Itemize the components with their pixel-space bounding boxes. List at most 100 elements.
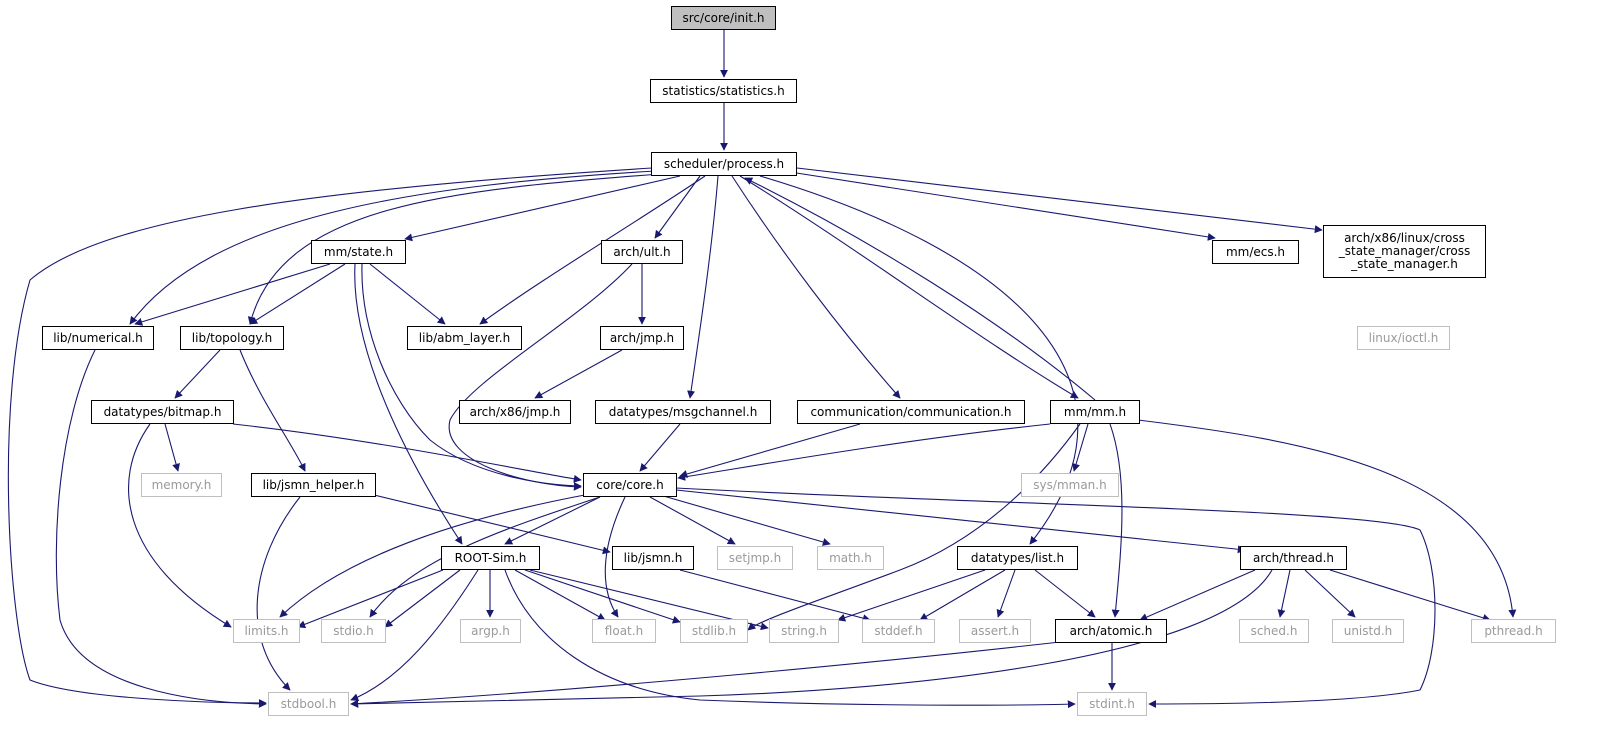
edge-ult-core	[448, 263, 633, 491]
edge-process-msgchannel	[687, 175, 719, 399]
edge-process-ult	[654, 175, 701, 239]
edge-core-float	[604, 496, 626, 618]
edge-rootsim-stdio	[384, 569, 461, 628]
edge-thread-unistd	[1304, 569, 1356, 618]
node-stddef[interactable]: stddef.h	[862, 619, 935, 643]
node-setjmp[interactable]: setjmp.h	[717, 546, 793, 570]
edge-process-mm	[739, 175, 1079, 399]
node-numerical[interactable]: lib/numerical.h	[42, 326, 154, 350]
edge-rootsim-string	[529, 569, 769, 631]
node-stdint[interactable]: stdint.h	[1077, 692, 1147, 716]
edge-atomic-stdbool	[350, 641, 1061, 708]
edge-core-setjmp	[649, 496, 736, 545]
dependency-edges	[7, 30, 1517, 709]
edge-jsmnhelper-stdbool	[256, 496, 301, 691]
edge-thread-pthread	[1329, 569, 1491, 622]
edge-mm-stdlib	[747, 423, 1081, 631]
edge-process-stdbool	[7, 167, 653, 707]
edge-process-ecs	[789, 171, 1216, 241]
node-init[interactable]: src/core/init.h	[671, 6, 776, 30]
node-float[interactable]: float.h	[592, 619, 656, 643]
edge-state-topology	[249, 263, 346, 325]
node-stdlib[interactable]: stdlib.h	[680, 619, 748, 643]
node-thread[interactable]: arch/thread.h	[1240, 546, 1347, 570]
edge-communication-core	[679, 423, 861, 478]
node-msgchannel[interactable]: datatypes/msgchannel.h	[595, 400, 771, 424]
node-list[interactable]: datatypes/list.h	[957, 546, 1078, 570]
node-unistd[interactable]: unistd.h	[1332, 619, 1404, 643]
node-bitmap[interactable]: datatypes/bitmap.h	[91, 400, 234, 424]
node-ult[interactable]: arch/ult.h	[601, 240, 683, 264]
edge-process-state	[404, 175, 681, 242]
node-state[interactable]: mm/state.h	[311, 240, 406, 264]
node-cross-line-3: _state_manager.h	[1351, 257, 1458, 271]
node-pthread[interactable]: pthread.h	[1471, 619, 1556, 643]
edge-rootsim-stdint	[504, 569, 1076, 709]
node-cross-line-2: _state_manager/cross	[1338, 244, 1471, 258]
edge-rootsim-limits	[297, 569, 444, 629]
node-ioctl[interactable]: linux/ioctl.h	[1357, 326, 1450, 350]
node-assert[interactable]: assert.h	[959, 619, 1031, 643]
node-jsmn[interactable]: lib/jsmn.h	[612, 546, 694, 570]
node-jmp[interactable]: arch/jmp.h	[600, 326, 684, 350]
node-process[interactable]: scheduler/process.h	[651, 152, 797, 176]
edge-topology-jsmnhelper	[239, 349, 306, 472]
node-abm-layer[interactable]: lib/abm_layer.h	[407, 326, 522, 350]
edge-process-cross	[796, 167, 1323, 234]
edge-rootsim-stdbool	[350, 569, 479, 701]
edge-jsmn-stddef	[679, 569, 871, 623]
edge-process-numerical	[129, 170, 656, 325]
node-topology[interactable]: lib/topology.h	[180, 326, 284, 350]
edge-thread-stdbool	[350, 569, 1273, 708]
edge-numerical-stdbool	[55, 349, 267, 708]
edge-jmp-x86jmp	[534, 349, 623, 399]
edge-core-rootsim	[504, 496, 601, 545]
edge-thread-atomic	[1139, 569, 1256, 621]
edge-bitmap-limits	[128, 423, 232, 628]
node-sys-mman[interactable]: sys/mman.h	[1021, 473, 1119, 497]
edge-core-stdint	[675, 487, 1436, 708]
node-math[interactable]: math.h	[817, 546, 884, 570]
edge-mm-process	[744, 177, 1096, 401]
node-x86-jmp[interactable]: arch/x86/jmp.h	[459, 400, 571, 424]
node-atomic[interactable]: arch/atomic.h	[1055, 619, 1167, 643]
edge-list-assert	[996, 569, 1016, 618]
node-core[interactable]: core/core.h	[583, 473, 677, 497]
edge-rootsim-float	[514, 569, 606, 621]
edge-list-atomic	[1034, 569, 1096, 618]
edge-mm-core	[677, 423, 1051, 481]
node-stdbool[interactable]: stdbool.h	[268, 692, 349, 716]
node-communication[interactable]: communication/communication.h	[797, 400, 1025, 424]
edge-mm-pthread	[1137, 419, 1517, 618]
edge-state-numerical	[134, 263, 331, 326]
edge-state-core	[361, 263, 582, 490]
node-cross-state-manager[interactable]: arch/x86/linux/cross _state_manager/cros…	[1323, 225, 1486, 278]
node-limits[interactable]: limits.h	[233, 619, 300, 643]
edge-process-communication	[731, 175, 901, 399]
edge-list-stddef	[919, 569, 1006, 621]
node-ecs[interactable]: mm/ecs.h	[1212, 240, 1299, 264]
node-cross-line-1: arch/x86/linux/cross	[1344, 231, 1465, 245]
edge-core-limits	[279, 493, 591, 618]
edge-bitmap-memory	[164, 423, 180, 472]
edge-state-rootsim	[354, 263, 463, 545]
edge-thread-sched	[1277, 569, 1291, 618]
node-statistics[interactable]: statistics/statistics.h	[650, 79, 797, 103]
edge-process-abm	[479, 175, 706, 325]
edge-core-math	[659, 494, 831, 546]
edge-mm-atomic	[1109, 423, 1123, 618]
node-stdio[interactable]: stdio.h	[321, 619, 386, 643]
edge-mm-sysmman	[1072, 423, 1089, 472]
node-root-sim[interactable]: ROOT-Sim.h	[441, 546, 540, 570]
edge-jsmnhelper-jsmn	[369, 493, 611, 555]
node-string[interactable]: string.h	[769, 619, 839, 643]
node-sched[interactable]: sched.h	[1239, 619, 1309, 643]
edge-bitmap-core	[232, 423, 582, 483]
edge-core-thread	[675, 489, 1246, 554]
node-mm[interactable]: mm/mm.h	[1050, 400, 1140, 424]
node-argp[interactable]: argp.h	[460, 619, 521, 643]
edge-process-topology	[247, 173, 661, 325]
node-jsmn-helper[interactable]: lib/jsmn_helper.h	[251, 473, 376, 497]
node-memory[interactable]: memory.h	[141, 473, 222, 497]
edge-msgchannel-core	[639, 423, 681, 472]
